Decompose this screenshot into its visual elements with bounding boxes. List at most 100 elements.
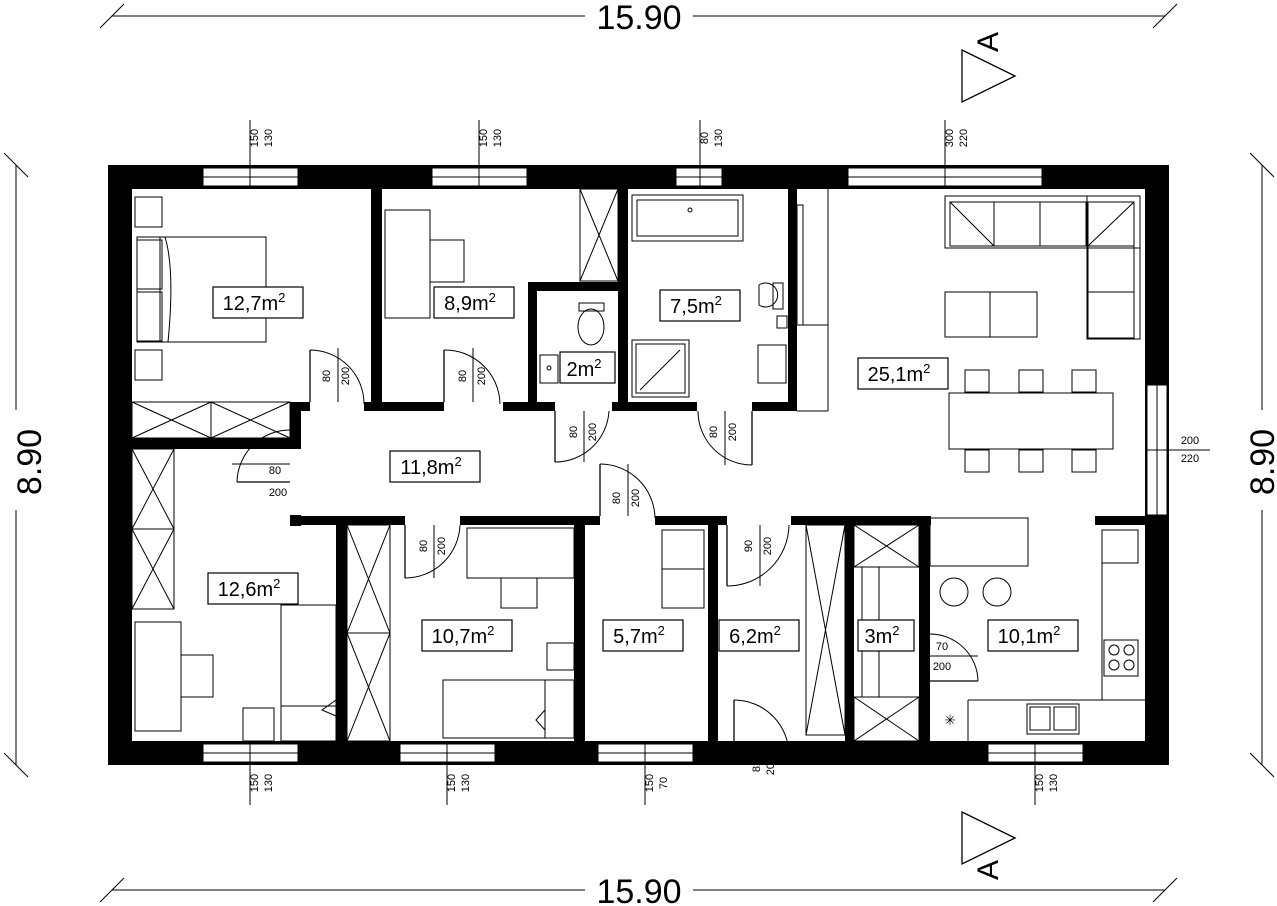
svg-text:80: 80: [321, 370, 333, 382]
room-label-bathroom: 7,5m2: [659, 289, 741, 322]
room-label-utility: 5,7m2: [602, 619, 684, 652]
height-right-label: 8.90: [1244, 429, 1277, 495]
svg-text:2m2: 2m2: [566, 356, 601, 381]
svg-text:130: 130: [263, 129, 275, 147]
dimension-bottom: 15.90: [99, 872, 1178, 906]
svg-text:150: 150: [249, 129, 261, 147]
dimension-left: 8.90: [0, 152, 49, 778]
window-right-1: 200 220: [1146, 384, 1210, 516]
svg-text:200: 200: [269, 487, 287, 499]
bedroom-2-furniture: [131, 448, 337, 742]
svg-text:200: 200: [436, 537, 448, 555]
kitchen-furniture: ✳: [929, 517, 1145, 741]
bedroom-3-furniture: [346, 524, 575, 742]
utility-furniture: [661, 529, 705, 609]
door-utility: 80 200: [599, 463, 656, 519]
window-bottom-3: 150 70: [597, 743, 694, 805]
door-bathroom: 80 200: [697, 410, 753, 466]
svg-text:130: 130: [1048, 774, 1060, 792]
entry-furniture: [805, 524, 846, 736]
svg-text:130: 130: [492, 129, 504, 147]
svg-text:82: 82: [751, 760, 763, 772]
room-label-hall: 11,8m2: [389, 450, 481, 483]
svg-text:220: 220: [1181, 453, 1199, 465]
room-label-bedroom-3: 10,7m2: [421, 619, 513, 652]
svg-text:150: 150: [446, 774, 458, 792]
svg-text:12,7m2: 12,7m2: [223, 290, 286, 315]
window-top-1: 150 130: [202, 120, 299, 187]
svg-text:8,9m2: 8,9m2: [444, 290, 496, 315]
room-label-office: 8,9m2: [433, 286, 515, 319]
section-label-top: A: [972, 32, 1005, 52]
svg-text:80: 80: [457, 370, 469, 382]
window-top-4: 300 220: [847, 120, 1043, 187]
svg-text:150: 150: [478, 129, 490, 147]
door-bedroom-1: 80 200: [309, 348, 365, 405]
svg-text:80: 80: [611, 492, 623, 504]
svg-text:7,5m2: 7,5m2: [670, 293, 722, 318]
svg-text:200: 200: [933, 661, 951, 673]
svg-text:80: 80: [699, 132, 711, 144]
svg-text:220: 220: [958, 129, 970, 147]
window-bottom-5: 150 130: [987, 743, 1084, 805]
dimension-top: 15.90: [99, 0, 1178, 37]
svg-text:200: 200: [340, 367, 352, 385]
svg-text:80: 80: [269, 465, 281, 477]
interior-walls: [132, 189, 1145, 765]
door-pantry: 70 200: [928, 633, 979, 682]
front-door: 82 206: [733, 699, 790, 775]
svg-text:130: 130: [263, 774, 275, 792]
height-left-label: 8.90: [11, 429, 49, 495]
outer-walls: [108, 165, 1169, 765]
pantry-furniture: [853, 524, 920, 742]
door-entry-hall: 90 200: [726, 524, 790, 587]
bathroom-furniture: [631, 189, 829, 412]
svg-text:206: 206: [765, 757, 777, 775]
room-label-wc: 2m2: [559, 351, 616, 384]
svg-text:200: 200: [587, 423, 599, 441]
window-top-3: 80 130: [675, 120, 725, 187]
office-furniture: [384, 188, 619, 319]
wc-furniture: [539, 302, 605, 384]
svg-text:70: 70: [658, 777, 670, 789]
door-wc: 80 200: [554, 410, 610, 463]
svg-text:3m2: 3m2: [864, 623, 899, 648]
width-top-label: 15.90: [596, 0, 681, 37]
room-label-kitchen: 10,1m2: [987, 619, 1079, 652]
room-label-bedroom-2: 12,6m2: [207, 572, 299, 605]
svg-text:300: 300: [944, 129, 956, 147]
svg-text:5,7m2: 5,7m2: [613, 623, 665, 648]
svg-text:150: 150: [644, 774, 656, 792]
snowflake-icon: ✳: [944, 713, 956, 729]
room-label-pantry: 3m2: [857, 619, 915, 652]
width-bottom-label: 15.90: [596, 873, 681, 906]
svg-text:200: 200: [1181, 435, 1199, 447]
svg-text:80: 80: [418, 540, 430, 552]
svg-text:200: 200: [630, 489, 642, 507]
svg-text:11,8m2: 11,8m2: [400, 454, 461, 479]
window-top-2: 150 130: [431, 120, 528, 187]
svg-text:10,7m2: 10,7m2: [432, 623, 495, 648]
door-bedroom-3: 80 200: [404, 524, 461, 579]
svg-text:200: 200: [762, 537, 774, 555]
svg-text:6,2m2: 6,2m2: [729, 623, 781, 648]
section-mark-top: A: [961, 32, 1017, 104]
room-label-living: 25,1m2: [857, 357, 949, 390]
section-mark-bottom: A: [961, 810, 1017, 880]
svg-text:10,1m2: 10,1m2: [998, 623, 1061, 648]
svg-text:70: 70: [936, 641, 948, 653]
svg-text:200: 200: [476, 367, 488, 385]
door-office: 80 200: [443, 348, 501, 405]
room-label-entry: 6,2m2: [718, 619, 800, 652]
dimension-right: 8.90: [1243, 152, 1277, 778]
svg-text:25,1m2: 25,1m2: [868, 361, 931, 386]
room-label-bedroom-1: 12,7m2: [212, 286, 304, 319]
svg-text:150: 150: [249, 774, 261, 792]
section-label-bottom: A: [972, 860, 1005, 880]
svg-text:12,6m2: 12,6m2: [218, 576, 281, 601]
svg-text:80: 80: [568, 426, 580, 438]
window-bottom-1: 150 130: [202, 743, 299, 805]
svg-text:200: 200: [727, 423, 739, 441]
svg-text:130: 130: [460, 774, 472, 792]
